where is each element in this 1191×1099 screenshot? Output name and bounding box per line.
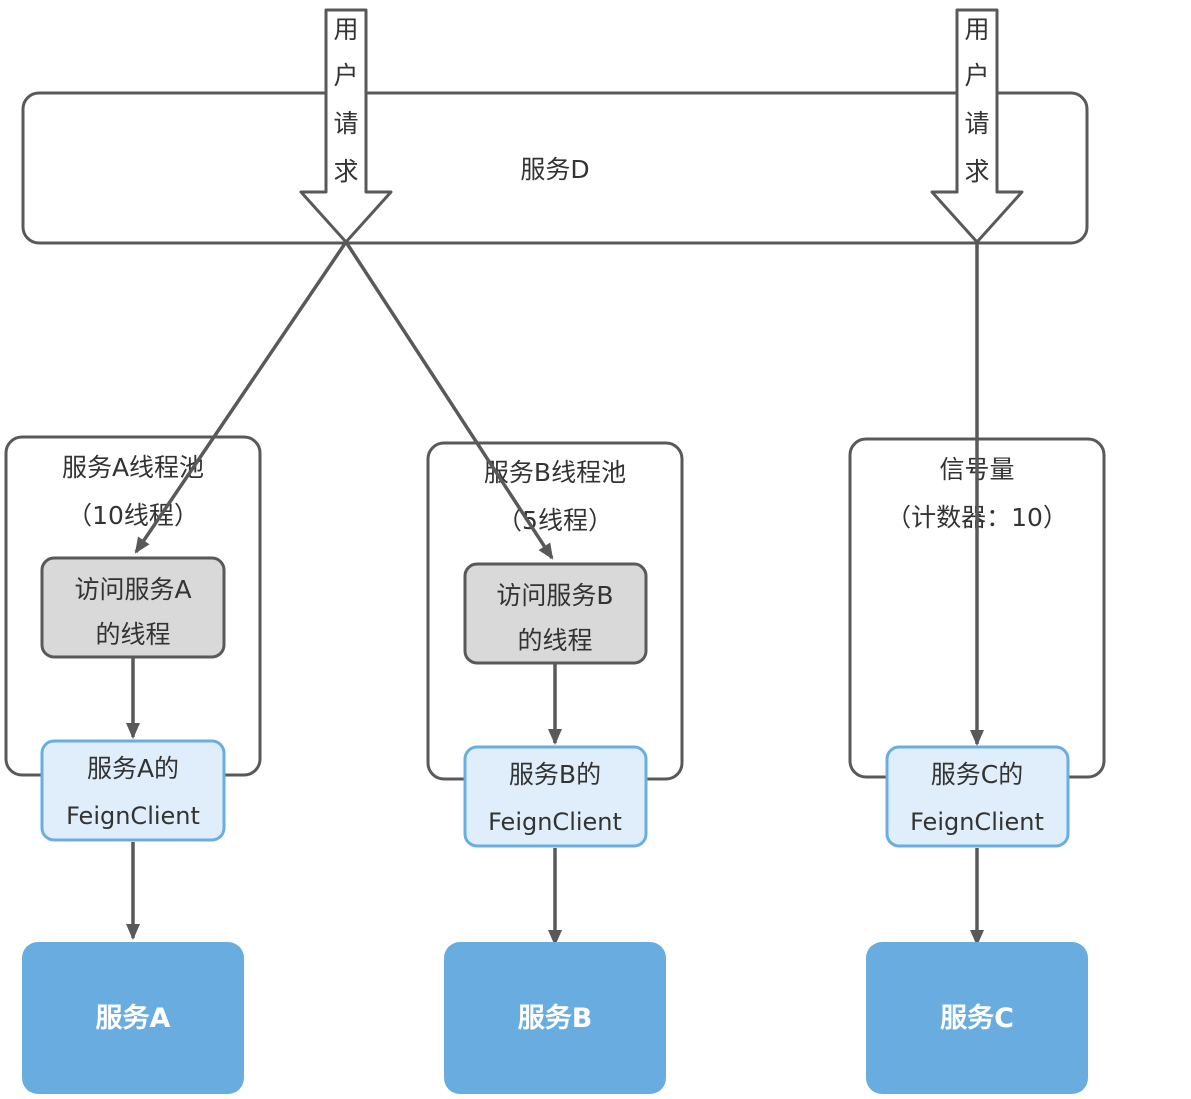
feign-client-c-box <box>885 745 1070 848</box>
thread-box-a <box>40 556 226 659</box>
user-request-char-1: 用 <box>333 15 358 44</box>
user-request-char-3: 请 <box>333 109 358 138</box>
thread-pool-b-title: 服务B线程池 <box>484 458 626 487</box>
feign-client-a-line1: 服务A的 <box>87 754 179 783</box>
user-request-char-4: 求 <box>333 157 358 186</box>
feign-client-b-line2: FeignClient <box>488 808 622 836</box>
feign-client-b-box <box>463 745 648 848</box>
feign-client-a-box <box>40 739 226 842</box>
service-c-box <box>866 942 1088 1094</box>
arrow-request-to-thread-a <box>134 241 348 554</box>
feign-client-c-line2: FeignClient <box>910 808 1044 836</box>
thread-pool-a-title: 服务A线程池 <box>62 453 204 482</box>
service-a-label: 服务A <box>96 1003 171 1034</box>
thread-pool-a-subtitle: （10线程） <box>67 501 199 530</box>
thread-pool-b-subtitle: （5线程） <box>497 506 613 535</box>
feign-client-b-line1: 服务B的 <box>509 760 601 789</box>
service-d-box <box>21 91 1089 245</box>
service-c-label: 服务C <box>940 1003 1014 1034</box>
user-request-arrow-left: 用 户 请 求 <box>299 8 393 244</box>
user-request-arrow-right: 用 户 请 求 <box>930 8 1024 244</box>
user-request-char-2: 户 <box>333 61 358 90</box>
thread-box-b-line2: 的线程 <box>517 626 592 655</box>
service-d-label: 服务D <box>520 155 589 184</box>
feign-client-c-line1: 服务C的 <box>931 760 1023 789</box>
user-request-char-1: 用 <box>964 15 989 44</box>
thread-box-b <box>463 562 648 665</box>
service-b-label: 服务B <box>518 1003 593 1034</box>
user-request-char-4: 求 <box>964 157 989 186</box>
thread-box-a-line1: 访问服务A <box>74 575 191 604</box>
user-request-char-2: 户 <box>964 61 989 90</box>
user-request-char-3: 请 <box>964 109 989 138</box>
service-b-box <box>444 942 666 1094</box>
arrow-request-to-thread-b <box>344 241 554 560</box>
thread-box-b-line1: 访问服务B <box>496 581 613 610</box>
feign-client-a-line2: FeignClient <box>66 802 200 830</box>
thread-box-a-line2: 的线程 <box>95 620 170 649</box>
service-a-box <box>22 942 244 1094</box>
